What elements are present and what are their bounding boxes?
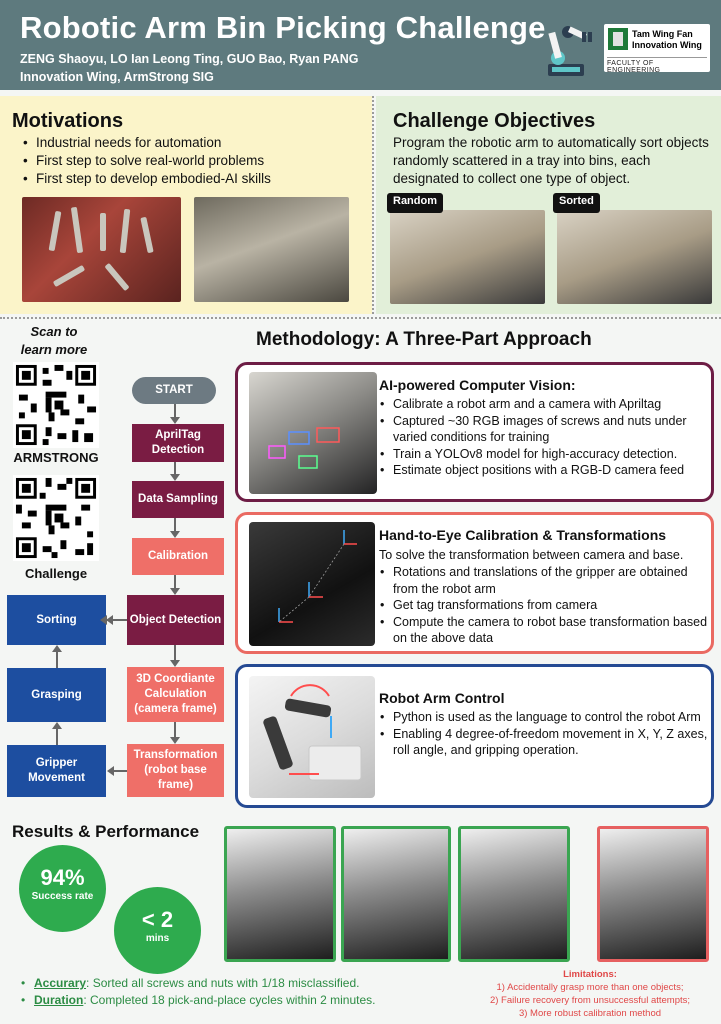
list-item: First step to develop embodied-AI skills [22, 170, 362, 188]
flow-arrow [170, 645, 180, 667]
flow-arrow [170, 518, 180, 538]
arm-control-list: Python is used as the language to contro… [379, 709, 709, 759]
objectives-text: Program the robotic arm to automatically… [393, 135, 709, 186]
accuracy-item: Accurary: Sorted all screws and nuts wit… [20, 975, 450, 992]
result-photo [341, 826, 451, 962]
calibration-card: Hand-to-Eye Calibration & Transformation… [235, 512, 714, 654]
sorted-tray-photo [557, 210, 712, 304]
poster-title: Robotic Arm Bin Picking Challenge [20, 10, 546, 45]
methodology-heading: Methodology: A Three-Part Approach [256, 329, 592, 350]
flow-arrow [52, 722, 62, 745]
computer-vision-title: AI-powered Computer Vision: [379, 377, 576, 393]
calibration-intro: To solve the transformation between came… [379, 548, 684, 562]
poster-header [0, 0, 721, 90]
arm-control-title: Robot Arm Control [379, 690, 505, 706]
flow-calibration: Calibration [132, 538, 224, 575]
author-list: ZENG Shaoyu, LO Ian Leong Ting, GUO Bao,… [20, 52, 359, 66]
failure-photo [597, 826, 709, 962]
flow-object-detection: Object Detection [127, 595, 224, 645]
computer-vision-card: AI-powered Computer Vision: Calibrate a … [235, 362, 714, 502]
list-item: Compute the camera to robot base transfo… [379, 614, 709, 647]
flow-arrow [170, 575, 180, 595]
flow-transformation: Transformation (robot base frame) [127, 744, 224, 797]
limitation-item: 1) Accidentally grasp more than one obje… [496, 982, 684, 993]
flow-arrow [170, 404, 180, 424]
list-item: Get tag transformations from camera [379, 597, 709, 614]
list-item: Estimate object positions with a RGB-D c… [379, 462, 709, 479]
robot-arm-icon [548, 26, 592, 76]
limitations-block: Limitations: 1) Accidentally grasp more … [460, 968, 720, 1020]
parts-bin-photo [194, 197, 349, 302]
random-tag: Random [387, 193, 443, 213]
calibration-list: Rotations and translations of the grippe… [379, 564, 709, 647]
qr-label-challenge: Challenge [24, 566, 88, 581]
calibration-title: Hand-to-Eye Calibration & Transformation… [379, 527, 667, 543]
random-tray-photo [390, 210, 545, 304]
result-photo [458, 826, 570, 962]
results-list: Accurary: Sorted all screws and nuts wit… [20, 975, 450, 1009]
list-item: Captured ~30 RGB images of screws and nu… [379, 413, 709, 446]
list-item: Industrial needs for automation [22, 134, 362, 152]
result-photo [224, 826, 336, 962]
list-item: Enabling 4 degree-of-freedom movement in… [379, 726, 709, 759]
objectives-heading: Challenge Objectives [393, 110, 596, 132]
flow-data-sampling: Data Sampling [132, 481, 224, 518]
flow-arrow [170, 462, 180, 481]
section-divider [0, 317, 721, 319]
flow-apriltag-detection: AprilTag Detection [132, 424, 224, 462]
duration-item: Duration: Completed 18 pick-and-place cy… [20, 992, 450, 1009]
flow-3d-coordinate-calculation: 3D Coordiante Calculation (camera frame) [127, 667, 224, 722]
duration-label: mins [145, 933, 170, 944]
qr-label-armstrong: ARMSTRONG [13, 450, 99, 465]
detection-photo [249, 372, 377, 494]
list-item: First step to solve real-world problems [22, 152, 362, 170]
list-item: Calibrate a robot arm and a camera with … [379, 396, 709, 413]
logo-text-line1: Tam Wing Fan [632, 29, 693, 39]
qr-code-armstrong[interactable] [13, 362, 99, 448]
logo-mark-icon [608, 28, 628, 50]
flow-arrowhead [106, 615, 113, 625]
limitations-heading: Limitations: [563, 969, 617, 980]
motivations-list: Industrial needs for automation First st… [22, 134, 362, 188]
arm-control-card: Robot Arm Control Python is used as the … [235, 664, 714, 808]
robot-arm-photo [249, 676, 375, 798]
list-item: Train a YOLOv8 model for high-accuracy d… [379, 446, 709, 463]
duration-value: < 2 [141, 907, 174, 932]
flow-arrow [107, 766, 127, 776]
calibration-photo [249, 522, 375, 646]
flow-connector [106, 619, 127, 621]
flow-start: START [132, 377, 216, 404]
flow-sorting: Sorting [7, 595, 106, 645]
flow-grasping: Grasping [7, 668, 106, 722]
sorted-tag: Sorted [553, 193, 600, 213]
limitation-item: 3) More robust calibration method [518, 1008, 662, 1019]
affiliation: Innovation Wing, ArmStrong SIG [20, 70, 214, 84]
flow-gripper-movement: Gripper Movement [7, 745, 106, 797]
logo-text-line2: Innovation Wing [632, 40, 702, 50]
panel-divider [372, 96, 376, 314]
motivations-heading: Motivations [12, 110, 124, 132]
success-rate-label: Success rate [31, 891, 94, 902]
flow-arrow [170, 722, 180, 744]
computer-vision-list: Calibrate a robot arm and a camera with … [379, 396, 709, 479]
bolts-photo [22, 197, 181, 302]
success-rate-badge: 94% Success rate [19, 845, 106, 932]
qr-code-challenge[interactable] [13, 475, 99, 561]
tam-wing-fan-logo: Tam Wing Fan Innovation Wing FACULTY OF … [604, 24, 710, 74]
list-item: Python is used as the language to contro… [379, 709, 709, 726]
list-item: Rotations and translations of the grippe… [379, 564, 709, 597]
logo-text-line3: FACULTY OF ENGINEERING [607, 57, 707, 74]
results-heading: Results & Performance [12, 822, 200, 841]
flow-arrow [52, 645, 62, 668]
success-rate-value: 94% [40, 865, 85, 890]
scan-prompt: Scan to learn more [20, 324, 88, 357]
limitation-item: 2) Failure recovery from unsuccessful at… [489, 995, 691, 1006]
duration-badge: < 2 mins [114, 887, 201, 974]
